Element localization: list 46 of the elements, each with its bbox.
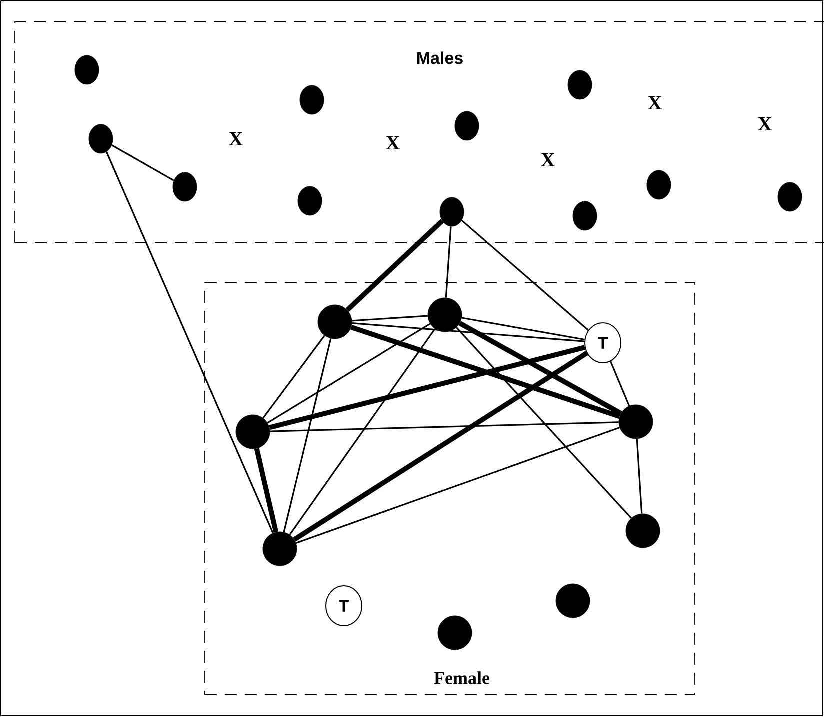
connector-line xyxy=(346,219,444,312)
connector-line xyxy=(267,323,431,424)
connector-line xyxy=(458,321,622,416)
connector-line xyxy=(112,144,174,182)
cross-mark: X xyxy=(758,117,772,131)
dot xyxy=(428,298,462,332)
connector-line xyxy=(254,448,279,533)
dot xyxy=(88,124,114,154)
connector-line xyxy=(289,328,436,536)
dot xyxy=(778,182,802,212)
dot xyxy=(172,172,198,202)
dot xyxy=(572,201,598,231)
cross-mark: X xyxy=(648,96,662,110)
dot xyxy=(568,70,592,100)
connector-line xyxy=(296,427,620,544)
dot xyxy=(618,404,654,440)
connector-line xyxy=(462,317,585,341)
connector-line xyxy=(262,335,326,419)
dot xyxy=(440,197,464,227)
connector-line xyxy=(293,351,588,542)
dot xyxy=(74,55,100,85)
cross-mark: X xyxy=(229,132,243,146)
connector-line xyxy=(456,327,632,519)
dot xyxy=(556,584,590,618)
connector-line xyxy=(610,361,630,406)
connector-line xyxy=(106,152,274,534)
connector-line xyxy=(352,315,428,322)
connector-line xyxy=(283,338,332,532)
connector-line xyxy=(461,220,589,331)
connector-line xyxy=(269,345,586,430)
dot xyxy=(438,616,472,650)
dot xyxy=(262,532,298,566)
dot xyxy=(626,514,660,548)
dot xyxy=(646,170,672,200)
dot xyxy=(318,304,352,340)
cross-mark: X xyxy=(386,136,400,150)
connector-line xyxy=(350,325,620,419)
dot xyxy=(454,111,480,141)
dot xyxy=(300,85,324,115)
connector-line xyxy=(270,422,619,432)
dot xyxy=(236,414,270,450)
cross-mark: X xyxy=(541,153,555,167)
connector-line xyxy=(352,322,585,342)
connector-line xyxy=(636,439,643,514)
dot xyxy=(298,186,322,216)
connector-line xyxy=(445,226,452,298)
